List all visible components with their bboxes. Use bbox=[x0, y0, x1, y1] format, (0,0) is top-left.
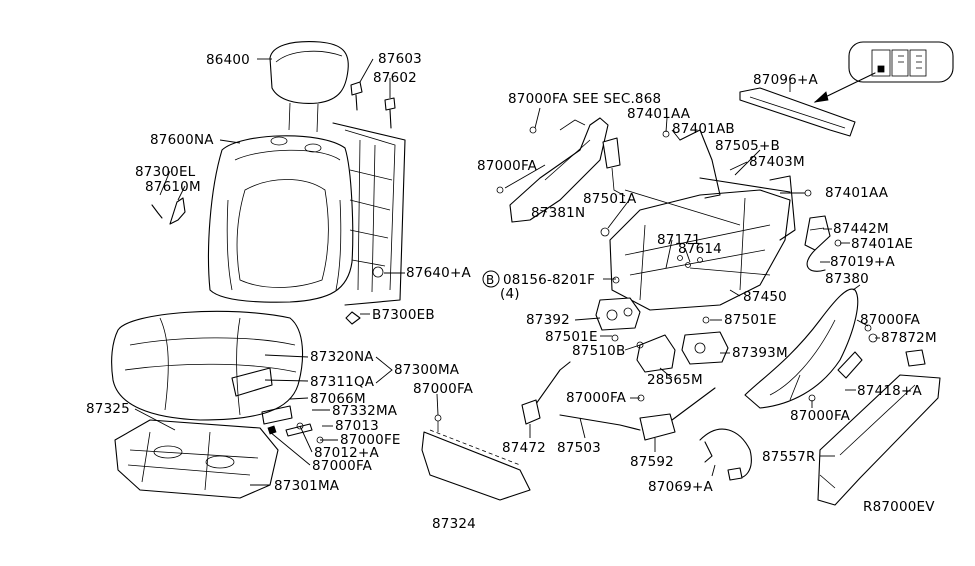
headrest-guide-pins bbox=[350, 81, 396, 129]
harness-87069 bbox=[699, 428, 752, 481]
bolt-87300EB bbox=[345, 311, 361, 325]
side-shield-87380 bbox=[744, 288, 859, 409]
label-87000FA-d: 87000FA bbox=[566, 390, 627, 406]
motor-87592 bbox=[639, 387, 716, 441]
seat-cushion-frame bbox=[114, 419, 279, 499]
label-87450: 87450 bbox=[743, 289, 787, 305]
label-87000FA-e: 87000FA bbox=[860, 312, 921, 328]
label-87320NA: 87320NA bbox=[310, 349, 374, 365]
label-87380: 87380 bbox=[825, 271, 869, 287]
label-87614: 87614 bbox=[678, 241, 722, 257]
recliner-rod-87403M bbox=[699, 177, 791, 193]
seat-back-frame bbox=[332, 122, 406, 306]
label-87000FA-f: 87000FA bbox=[790, 408, 851, 424]
label-87311QA: 87311QA bbox=[310, 374, 375, 390]
label-87393M: 87393M bbox=[732, 345, 788, 361]
label-87019A: 87019+A bbox=[830, 254, 895, 270]
label-87066M: 87066M bbox=[310, 391, 366, 407]
cable-87472 bbox=[521, 361, 571, 425]
label-87300MA: 87300MA bbox=[394, 362, 460, 378]
headrest bbox=[269, 41, 349, 133]
diagram-code-label: R87000EV bbox=[863, 499, 935, 515]
motor-87393M bbox=[681, 331, 729, 365]
label-87603: 87603 bbox=[378, 51, 422, 67]
label-87501A: 87501A bbox=[583, 191, 637, 207]
label-87000FA-a: 87000FA bbox=[312, 458, 373, 474]
leader-lines bbox=[134, 58, 880, 486]
small-cushion-parts bbox=[261, 405, 324, 444]
label-87403M: 87403M bbox=[749, 154, 805, 170]
seat-track-frame-87450 bbox=[609, 129, 796, 311]
label-87069A: 87069+A bbox=[648, 479, 713, 495]
label-87505B: 87505+B bbox=[715, 138, 780, 154]
label-87640A: 87640+A bbox=[406, 265, 471, 281]
label-87381N: 87381N bbox=[531, 205, 585, 221]
label-87418A: 87418+A bbox=[857, 383, 922, 399]
label-87442M: 87442M bbox=[833, 221, 889, 237]
label-87401AB: 87401AB bbox=[672, 121, 735, 137]
recliner-cover-small bbox=[151, 197, 186, 225]
label-87557R: 87557R bbox=[762, 449, 816, 465]
label-87324: 87324 bbox=[432, 516, 476, 532]
label-87602: 87602 bbox=[373, 70, 417, 86]
label-qty-4: (4) bbox=[500, 286, 520, 302]
label-87012A: 87012+A bbox=[314, 445, 379, 461]
label-87503: 87503 bbox=[557, 440, 601, 456]
label-87000FE: 87000FE bbox=[340, 432, 401, 448]
label-87301MA: 87301MA bbox=[274, 478, 340, 494]
label-circle-b: B bbox=[486, 273, 494, 287]
seat-back-cushion bbox=[207, 135, 354, 303]
label-87096A: 87096+A bbox=[753, 72, 818, 88]
label-28565M: 28565M bbox=[647, 372, 703, 388]
part-labels: 86400 87603 87602 87600NA 87300EL 87610M… bbox=[86, 51, 937, 532]
seat-belt-buckle bbox=[602, 137, 626, 197]
label-87401AA-b: 87401AA bbox=[825, 185, 889, 201]
label-86400: 86400 bbox=[206, 52, 250, 68]
label-87600NA: 87600NA bbox=[150, 132, 214, 148]
trim-87557R bbox=[817, 374, 941, 506]
knob-87418A bbox=[837, 351, 863, 379]
motor-87392 bbox=[595, 297, 641, 331]
label-08156-8201F: 08156-8201F bbox=[503, 272, 595, 288]
label-87592: 87592 bbox=[630, 454, 674, 470]
circle-b-marker bbox=[482, 270, 500, 288]
label-87401AA-a: 87401AA bbox=[627, 106, 691, 122]
label-87610M: 87610M bbox=[145, 179, 201, 195]
label-87472: 87472 bbox=[502, 440, 546, 456]
label-87171: 87171 bbox=[657, 232, 701, 248]
label-87000FA-see-sec: 87000FA SEE SEC.868 bbox=[508, 91, 661, 107]
label-87392: 87392 bbox=[526, 312, 570, 328]
label-87300EB: B7300EB bbox=[372, 307, 435, 323]
label-87000FA-c: 87000FA bbox=[477, 158, 538, 174]
label-87401AE: 87401AE bbox=[851, 236, 913, 252]
label-87501E-b: 87501E bbox=[724, 312, 777, 328]
label-87872M: 87872M bbox=[881, 330, 937, 346]
label-87510B: 87510B bbox=[572, 343, 625, 359]
label-87000FA-b: 87000FA bbox=[413, 381, 474, 397]
label-87501E-a: 87501E bbox=[545, 329, 598, 345]
side-cover-87381N bbox=[509, 117, 609, 223]
label-87332MA: 87332MA bbox=[332, 403, 398, 419]
label-87300EL: 87300EL bbox=[135, 164, 196, 180]
label-87013: 87013 bbox=[335, 418, 379, 434]
reference-panel-inset bbox=[813, 41, 954, 103]
bar-87096A bbox=[739, 87, 856, 137]
cable-87503 bbox=[559, 414, 641, 431]
cover-87324 bbox=[421, 414, 531, 501]
seat-cushion bbox=[111, 310, 304, 421]
bracket-28565M bbox=[636, 334, 676, 373]
label-87325: 87325 bbox=[86, 401, 130, 417]
switch-87442M bbox=[804, 215, 831, 251]
